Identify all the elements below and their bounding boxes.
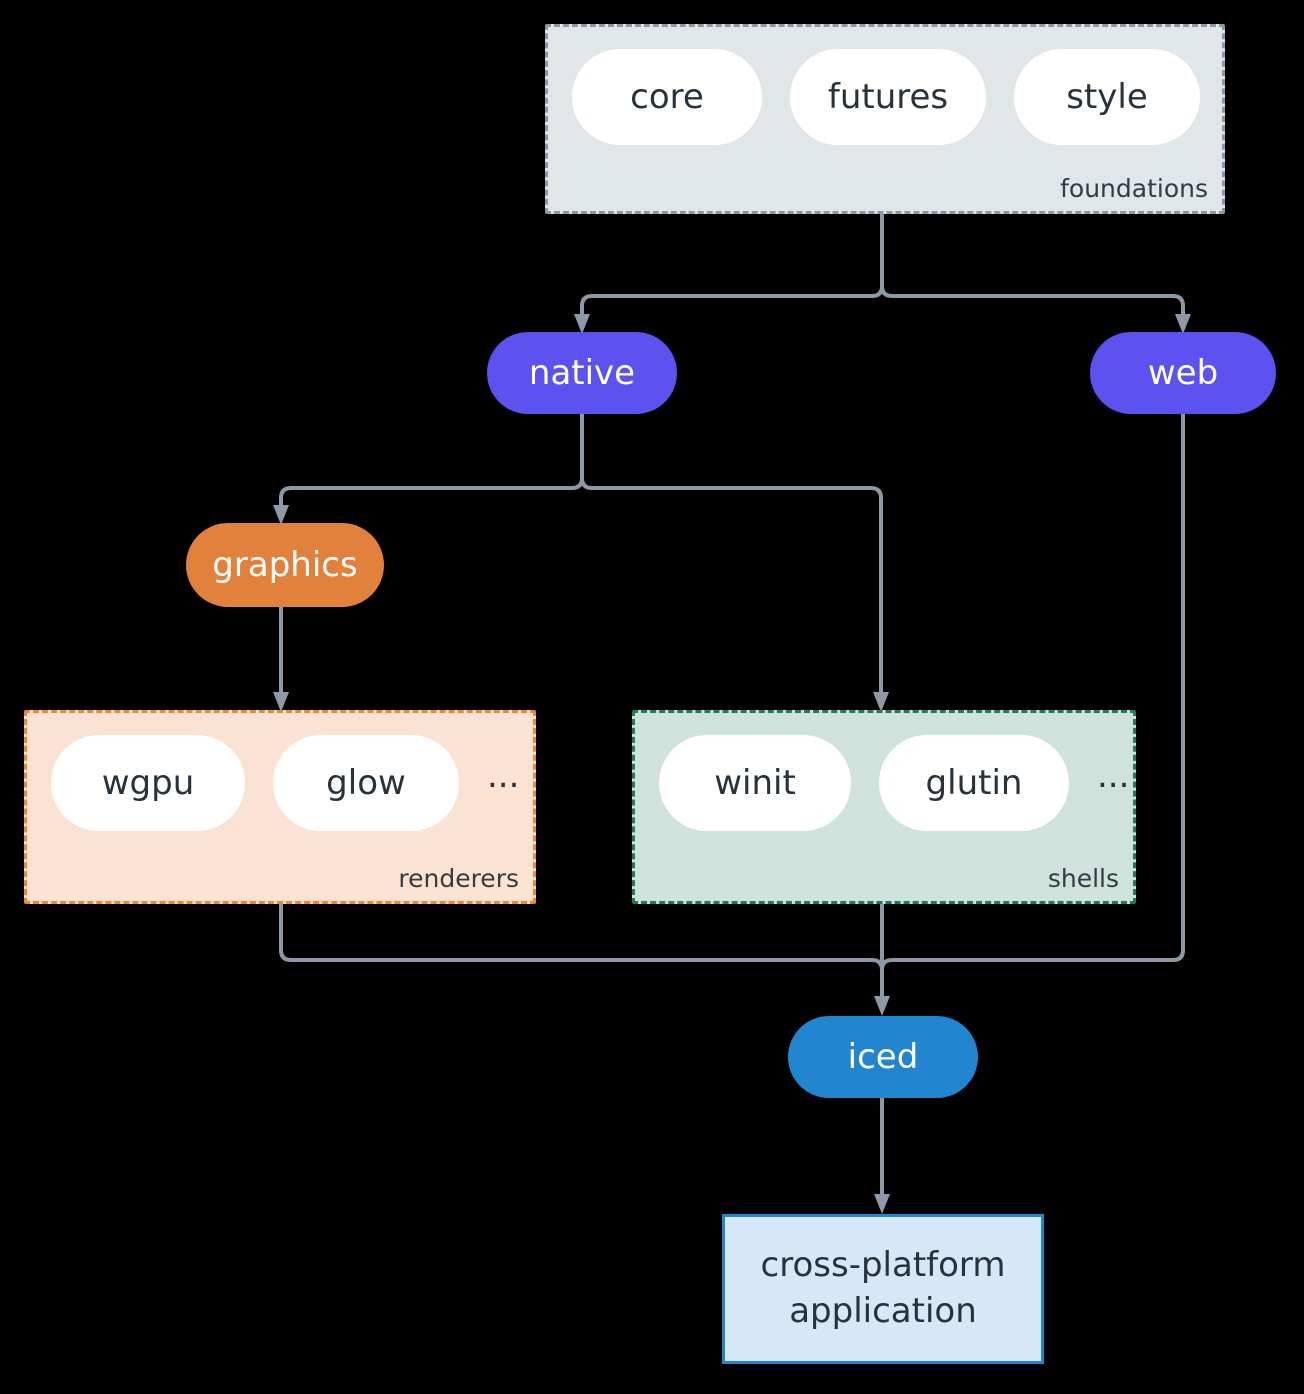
arrowhead-graphics-renderers <box>273 692 289 712</box>
node-cross-platform-application[interactable]: cross-platform application <box>722 1214 1044 1364</box>
arrowhead-foundations-native <box>574 314 590 334</box>
cluster-foundations-label: foundations <box>1060 174 1208 203</box>
edge-renderers-iced <box>279 902 884 1006</box>
cluster-renderers-label: renderers <box>398 864 519 893</box>
node-core[interactable]: core <box>572 49 762 145</box>
node-iced[interactable]: iced <box>788 1016 978 1098</box>
cluster-foundations: core futures style foundations <box>545 24 1225 214</box>
node-core-label: core <box>630 77 704 117</box>
node-native-label: native <box>528 353 636 393</box>
node-futures[interactable]: futures <box>790 49 986 145</box>
renderers-overflow-ellipsis: ... <box>487 756 520 796</box>
node-iced-label: iced <box>847 1037 919 1077</box>
node-glow[interactable]: glow <box>273 735 459 831</box>
node-graphics[interactable]: graphics <box>186 523 384 607</box>
node-glutin[interactable]: glutin <box>879 735 1069 831</box>
node-web-label: web <box>1147 353 1219 393</box>
arrowhead-foundations-web <box>1175 314 1191 334</box>
node-web[interactable]: web <box>1090 332 1276 414</box>
node-application-label-line1: cross-platform <box>760 1245 1006 1286</box>
node-wgpu-label: wgpu <box>101 763 195 803</box>
node-glutin-label: glutin <box>925 763 1023 803</box>
edge-web-iced <box>880 412 1185 1006</box>
edge-native-shells <box>580 476 883 700</box>
node-winit[interactable]: winit <box>659 735 851 831</box>
node-style-label: style <box>1066 77 1148 117</box>
node-winit-label: winit <box>714 763 796 803</box>
edge-foundations-web <box>880 284 1185 322</box>
node-application-label-line2: application <box>789 1291 977 1331</box>
node-native[interactable]: native <box>487 332 677 414</box>
cluster-renderers-items: wgpu glow ... <box>27 735 519 831</box>
arrowhead-iced-application <box>874 1194 890 1214</box>
cluster-shells-label: shells <box>1047 864 1119 893</box>
cluster-shells: winit glutin ... shells <box>632 710 1136 904</box>
arrowhead-native-shells <box>873 692 889 712</box>
node-graphics-label: graphics <box>212 545 358 585</box>
node-glow-label: glow <box>326 763 406 803</box>
node-style[interactable]: style <box>1014 49 1200 145</box>
arrowhead-native-graphics <box>273 505 289 525</box>
node-wgpu[interactable]: wgpu <box>51 735 245 831</box>
shells-overflow-ellipsis: ... <box>1097 756 1130 796</box>
cluster-foundations-items: core futures style <box>548 49 1200 145</box>
cluster-renderers: wgpu glow ... renderers <box>24 710 536 904</box>
arrowhead-merge-iced <box>874 996 890 1016</box>
edge-native-split <box>279 412 584 513</box>
cluster-shells-items: winit glutin ... <box>635 735 1129 831</box>
node-futures-label: futures <box>827 77 949 117</box>
edge-foundations-split <box>580 212 884 322</box>
